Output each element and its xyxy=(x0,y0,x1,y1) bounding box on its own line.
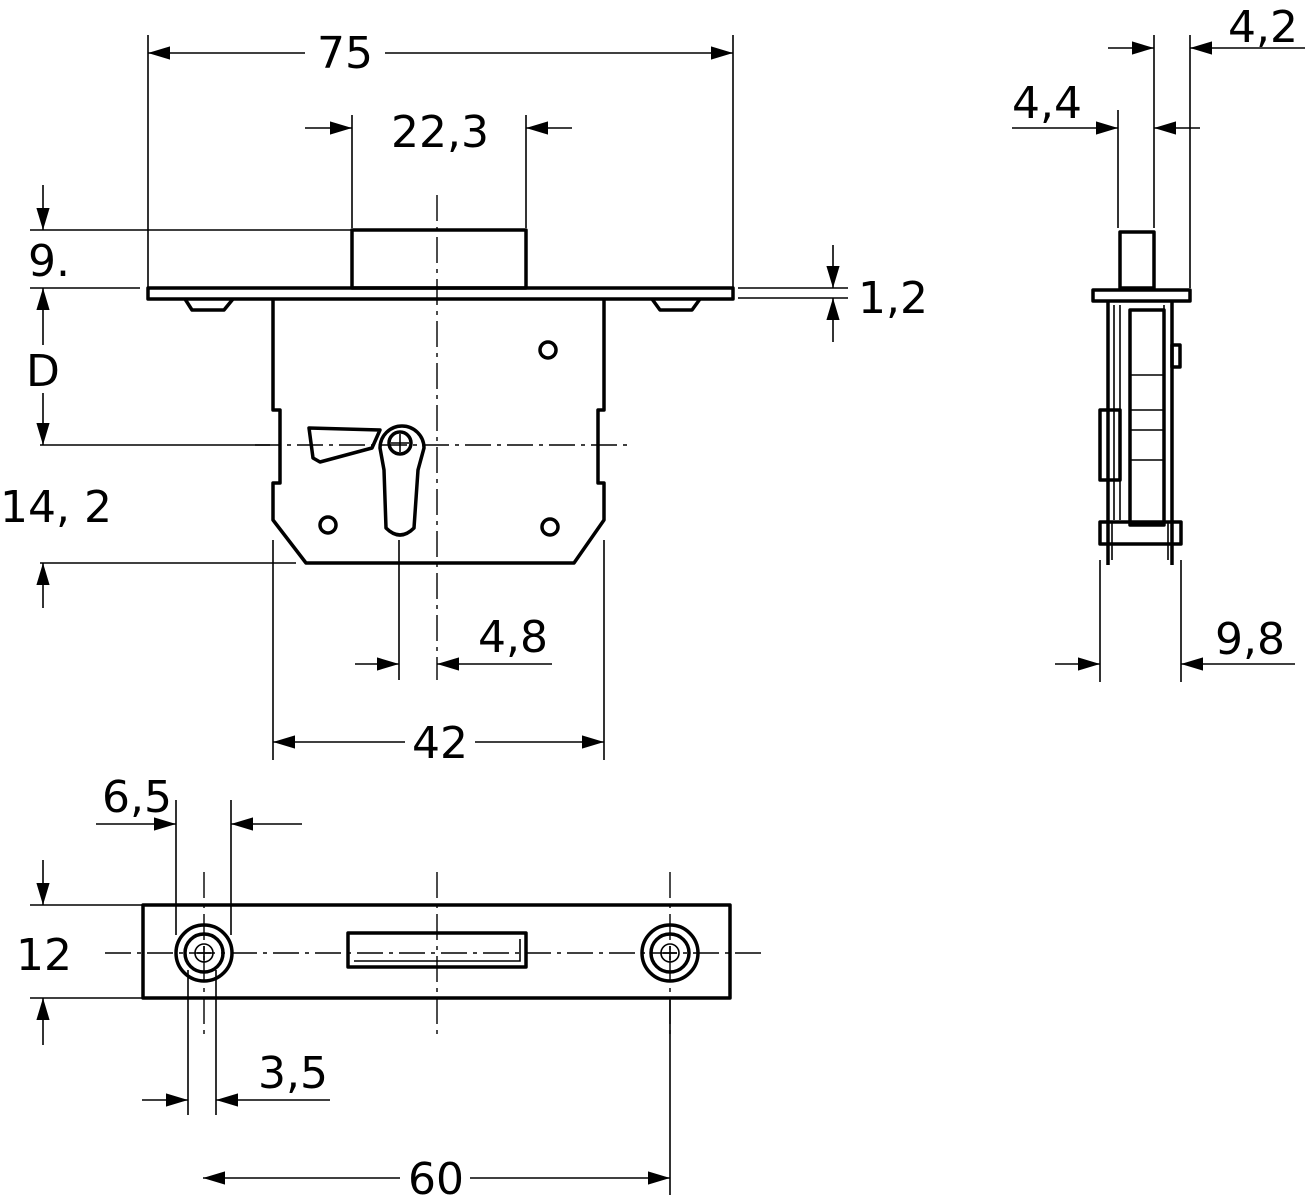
dim-4-2-label: 4,2 xyxy=(1228,2,1298,53)
dim-9-8-label: 9,8 xyxy=(1215,614,1285,665)
dim-12-label: 12 xyxy=(16,930,72,981)
dim-1-2: 1,2 xyxy=(826,245,928,342)
dim-4-4: 4,4 xyxy=(1012,78,1200,135)
dim-75: 75 xyxy=(148,28,733,79)
screw-hole xyxy=(318,515,338,535)
face-plate xyxy=(146,286,735,301)
dim-22-3-label: 22,3 xyxy=(391,107,489,158)
dim-22-3: 22,3 xyxy=(305,107,572,158)
dim-9-8: 9,8 xyxy=(1055,614,1295,671)
dim-14-2: 14, 2 xyxy=(0,482,112,608)
dim-9: 9. D xyxy=(22,185,72,445)
lock-case xyxy=(271,299,606,565)
dim-3-5-label: 3,5 xyxy=(258,1048,328,1099)
side-bolt xyxy=(1118,230,1156,290)
striker-plate-view: 6,5 12 3,5 60 xyxy=(16,772,765,1200)
dim-4-8: 4,8 xyxy=(355,612,552,671)
screw-hole xyxy=(540,517,560,537)
lever xyxy=(307,426,382,464)
dim-6-5: 6,5 xyxy=(96,772,302,831)
keyhole xyxy=(378,424,426,537)
dim-1-2-label: 1,2 xyxy=(858,273,928,324)
dim-42: 42 xyxy=(273,718,604,769)
bolt xyxy=(350,228,528,290)
screw-hole xyxy=(538,340,558,360)
dim-d-label: D xyxy=(26,346,60,397)
dim-9-label: 9. xyxy=(28,236,70,287)
dim-4-8-label: 4,8 xyxy=(478,612,548,663)
dim-60: 60 xyxy=(203,1154,670,1200)
dim-60-label: 60 xyxy=(408,1154,464,1200)
dim-4-4-label: 4,4 xyxy=(1012,78,1082,129)
dim-3-5: 3,5 xyxy=(142,1048,330,1107)
dim-42-label: 42 xyxy=(412,718,468,769)
dim-75-label: 75 xyxy=(317,28,373,79)
dim-4-2: 4,2 xyxy=(1108,2,1305,55)
dim-12: 12 xyxy=(16,860,72,1045)
dim-6-5-label: 6,5 xyxy=(102,772,172,823)
side-face-plate xyxy=(1091,288,1192,303)
side-lever xyxy=(1098,408,1122,482)
front-view: 75 22,3 9. D 14, 2 1,2 xyxy=(0,28,928,769)
side-view: 4,2 4,4 9,8 xyxy=(1012,2,1305,682)
dim-14-2-label: 14, 2 xyxy=(0,482,112,533)
